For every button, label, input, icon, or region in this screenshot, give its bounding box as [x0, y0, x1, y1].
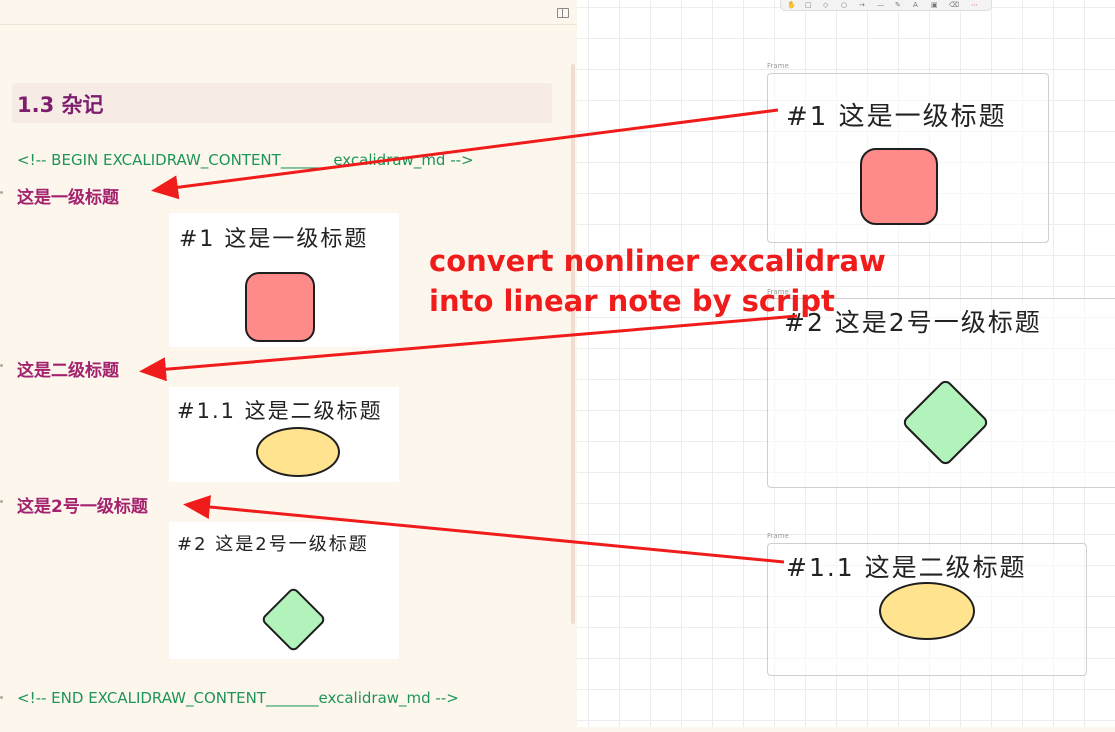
frame-1-title[interactable]: #1 这是一级标题 — [786, 102, 1007, 132]
frame-1-label: Frame — [767, 62, 789, 70]
embedded-drawing-1[interactable]: #1 这是一级标题 — [169, 213, 399, 347]
fold-marker[interactable] — [0, 364, 3, 367]
heading-level-1-second: 这是2号一级标题 — [17, 497, 148, 517]
red-rounded-square-shape[interactable] — [860, 148, 938, 225]
annotation-line-2: into linear note by script — [429, 284, 835, 318]
fold-marker[interactable] — [0, 191, 3, 194]
hand-tool-icon[interactable]: ✋ — [787, 1, 796, 9]
canvas-frame-3[interactable]: #1.1 这是二级标题 — [767, 543, 1087, 676]
heading-level-2: 这是二级标题 — [17, 361, 119, 381]
frame-2-label: Frame — [767, 288, 789, 296]
eraser-icon[interactable]: ⌫ — [949, 1, 959, 9]
excalidraw-toolbar: ✋ □ ◇ ○ → — ✎ A ▣ ⌫ ⋯ — [780, 0, 992, 11]
more-tools-icon[interactable]: ⋯ — [971, 1, 978, 9]
bottom-status-strip — [0, 727, 1115, 732]
image-icon[interactable]: ▣ — [931, 1, 938, 9]
embedded-drawing-2[interactable]: #1.1 这是二级标题 — [169, 387, 399, 482]
frame-3-label: Frame — [767, 532, 789, 540]
rectangle-icon[interactable]: □ — [805, 1, 812, 9]
red-rounded-square-shape — [245, 272, 315, 342]
annotation-line-1: convert nonliner excalidraw — [429, 244, 886, 278]
yellow-ellipse-shape — [256, 427, 340, 477]
section-heading-highlight — [12, 83, 552, 123]
arrow-to-heading-1 — [151, 108, 779, 200]
embed-1-title: #1 这是一级标题 — [179, 227, 369, 252]
embed-2-title: #1.1 这是二级标题 — [177, 399, 383, 423]
text-icon[interactable]: A — [913, 1, 918, 9]
line-icon[interactable]: — — [877, 1, 884, 9]
section-heading: 1.3 杂记 — [17, 93, 104, 117]
arrow-icon[interactable]: → — [859, 1, 865, 9]
heading-level-1: 这是一级标题 — [17, 188, 119, 208]
note-scrollbar[interactable] — [571, 64, 575, 624]
canvas-frame-2[interactable]: #2 这是2号一级标题 — [767, 298, 1115, 488]
ellipse-icon[interactable]: ○ — [841, 1, 848, 9]
pencil-icon[interactable]: ✎ — [895, 1, 901, 9]
diamond-tool-icon[interactable]: ◇ — [823, 1, 829, 9]
fold-marker[interactable] — [0, 696, 3, 699]
fold-marker[interactable] — [0, 500, 3, 503]
note-header-bar — [0, 0, 577, 25]
embed-3-title: #2 这是2号一级标题 — [177, 534, 369, 555]
embedded-drawing-3[interactable]: #2 这是2号一级标题 — [169, 522, 399, 659]
arrow-to-heading-2 — [139, 314, 798, 382]
frame-2-title[interactable]: #2 这是2号一级标题 — [784, 308, 1042, 337]
reading-mode-icon[interactable] — [557, 8, 569, 18]
arrow-to-heading-3 — [183, 495, 785, 564]
end-comment: <!-- END EXCALIDRAW_CONTENT_______excali… — [17, 689, 459, 707]
markdown-note-pane: 1.3 杂记 <!-- BEGIN EXCALIDRAW_CONTENT____… — [0, 0, 577, 707]
frame-3-title[interactable]: #1.1 这是二级标题 — [786, 553, 1027, 582]
canvas-frame-1[interactable]: #1 这是一级标题 — [767, 73, 1049, 243]
yellow-ellipse-shape[interactable] — [879, 582, 975, 640]
